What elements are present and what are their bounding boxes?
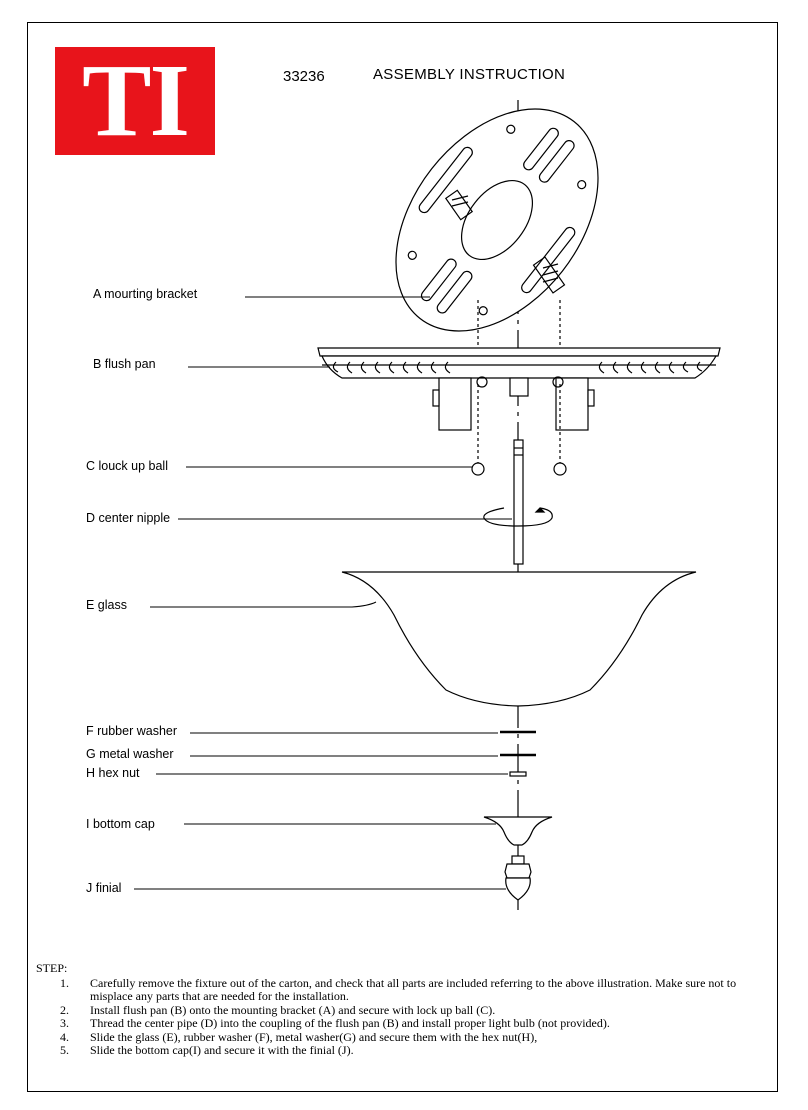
page-frame — [27, 22, 778, 1092]
bracket-screw-right — [532, 256, 566, 294]
logo-text: TI — [82, 43, 190, 158]
part-label-h: H hex nut — [86, 766, 140, 780]
step-item: 2. Install flush pan (B) onto the mountin… — [36, 1002, 772, 1018]
part-label-j: J finial — [86, 881, 122, 895]
bracket-screw-left — [444, 189, 474, 221]
hex-nut-shape — [509, 771, 527, 777]
leader-e — [150, 601, 377, 608]
bottom-cap-shape — [483, 816, 553, 846]
center-nipple-shape — [483, 439, 553, 565]
lock-up-ball-left — [471, 462, 485, 476]
step-number: 3. — [60, 1016, 69, 1030]
part-label-c: C louck up ball — [86, 459, 168, 473]
step-number: 4. — [60, 1029, 69, 1044]
step-text: Thread the center pipe (D) into the coup… — [90, 1016, 610, 1030]
glass-shape — [341, 571, 697, 707]
mounting-bracket-shape — [395, 108, 599, 332]
step-text: Slide the glass (E), rubber washer (F), … — [90, 1029, 538, 1044]
step-item: 5. Slide the bottom cap(I) and secure it… — [36, 1043, 772, 1058]
step-item: 1. Carefully remove the fixture out of th… — [36, 975, 772, 1004]
step-item: 4. Slide the glass (E), rubber washer (F)… — [36, 1029, 772, 1045]
part-label-d: D center nipple — [86, 511, 171, 525]
step-number: 1. — [60, 975, 69, 990]
part-label-f: F rubber washer — [86, 724, 178, 738]
step-item: 3. Thread the center pipe (D) into the co… — [36, 1016, 772, 1031]
step-text: Carefully remove the fixture out of the … — [90, 975, 737, 1003]
step-text: Install flush pan (B) onto the mounting … — [90, 1002, 496, 1017]
step-number: 2. — [60, 1002, 69, 1017]
page-title: ASSEMBLY INSTRUCTION — [373, 66, 566, 83]
brand-logo: TI — [55, 47, 215, 155]
flush-pan-shape — [317, 347, 721, 431]
steps-section: STEP: 1. Carefully remove the fixture out… — [36, 961, 772, 1058]
model-number: 33236 — [283, 68, 325, 85]
part-label-g: G metal washer — [86, 747, 174, 761]
step-number: 5. — [60, 1043, 69, 1057]
steps-list: 1. Carefully remove the fixture out of th… — [36, 975, 772, 1058]
part-label-b: B flush pan — [93, 357, 156, 371]
step-text: Slide the bottom cap(I) and secure it wi… — [90, 1043, 354, 1057]
steps-heading: STEP: — [36, 961, 68, 975]
lock-up-ball-right — [553, 462, 567, 476]
part-label-i: I bottom cap — [86, 817, 155, 831]
part-label-a: A mourting bracket — [93, 287, 198, 301]
part-label-e: E glass — [86, 598, 127, 612]
finial-shape — [504, 855, 532, 901]
